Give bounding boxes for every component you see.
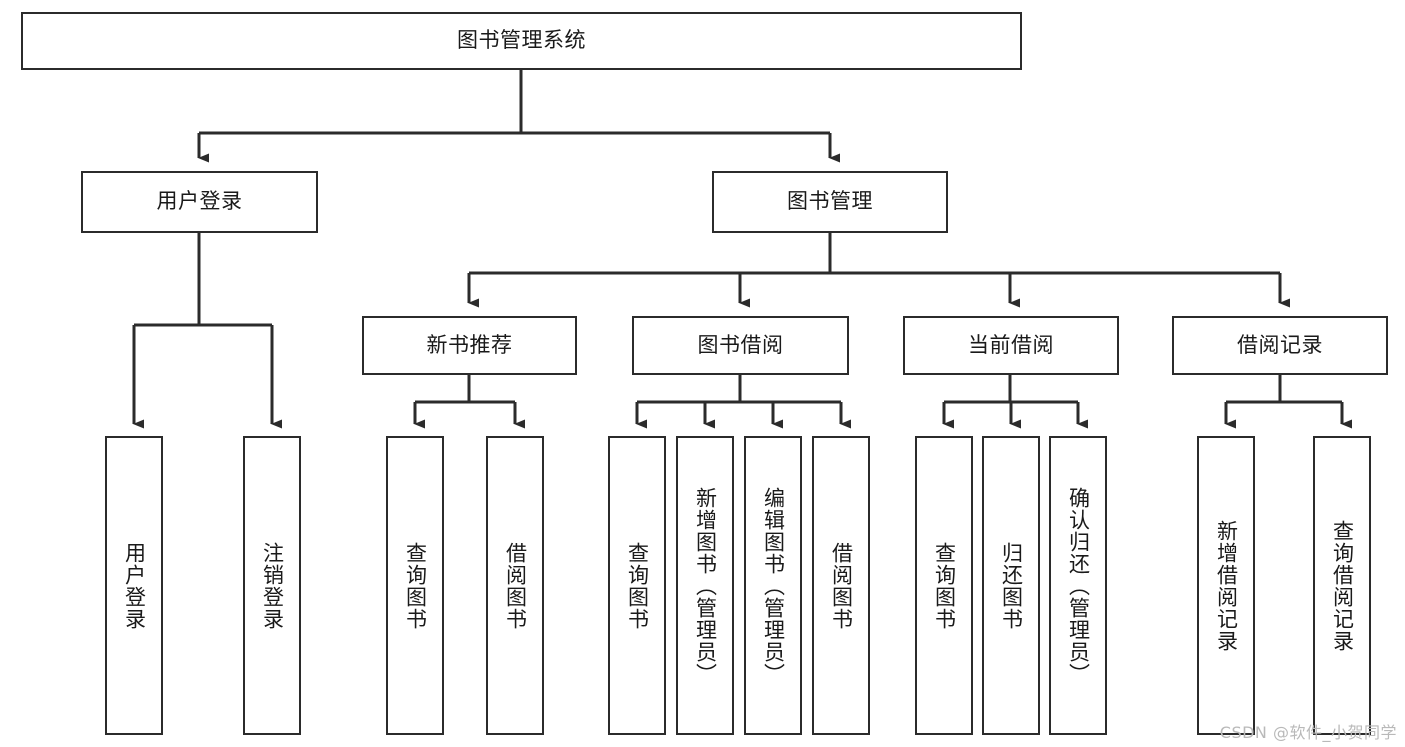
node-user-login[interactable]: 用户登录 [81,171,318,233]
node-leaf-logout[interactable]: 注销登录 [243,436,301,735]
node-leaf-borrow-book-1-label: 借阅图书 [503,541,528,630]
node-leaf-add-record-label: 新增借阅记录 [1214,519,1239,652]
node-current-borrow-label: 当前借阅 [968,332,1054,357]
node-leaf-query-book-2-label: 查询图书 [625,541,650,630]
node-leaf-borrow-book-1[interactable]: 借阅图书 [486,436,544,735]
node-leaf-borrow-book-2[interactable]: 借阅图书 [812,436,870,735]
node-borrow-record[interactable]: 借阅记录 [1172,316,1388,375]
node-leaf-borrow-book-2-label: 借阅图书 [829,541,854,630]
node-leaf-user-login[interactable]: 用户登录 [105,436,163,735]
node-leaf-query-record[interactable]: 查询借阅记录 [1313,436,1371,735]
node-root-label: 图书管理系统 [457,28,586,53]
node-user-login-label: 用户登录 [156,189,243,214]
node-leaf-add-book[interactable]: 新增图书（管理员） [676,436,734,735]
node-book-manage-label: 图书管理 [787,189,873,214]
node-root[interactable]: 图书管理系统 [21,12,1022,70]
node-borrow-record-label: 借阅记录 [1237,332,1323,357]
node-leaf-query-book-1-label: 查询图书 [403,541,428,630]
node-leaf-return-book[interactable]: 归还图书 [982,436,1040,735]
node-leaf-edit-book[interactable]: 编辑图书（管理员） [744,436,802,735]
node-leaf-confirm-return[interactable]: 确认归还（管理员） [1049,436,1107,735]
node-leaf-logout-label: 注销登录 [260,541,285,630]
node-book-borrow[interactable]: 图书借阅 [632,316,849,375]
node-leaf-return-book-label: 归还图书 [999,541,1024,630]
node-leaf-add-record[interactable]: 新增借阅记录 [1197,436,1255,735]
node-book-borrow-label: 图书借阅 [697,332,784,357]
node-leaf-confirm-return-label: 确认归还（管理员） [1066,486,1091,685]
node-leaf-user-login-label: 用户登录 [122,541,147,630]
node-leaf-query-book-3-label: 查询图书 [932,541,957,630]
node-leaf-add-book-label: 新增图书（管理员） [693,486,718,685]
node-book-manage[interactable]: 图书管理 [712,171,948,233]
node-leaf-query-record-label: 查询借阅记录 [1330,519,1355,652]
node-leaf-edit-book-label: 编辑图书（管理员） [761,486,786,685]
node-new-book-rec-label: 新书推荐 [426,332,513,357]
node-leaf-query-book-1[interactable]: 查询图书 [386,436,444,735]
node-leaf-query-book-3[interactable]: 查询图书 [915,436,973,735]
node-current-borrow[interactable]: 当前借阅 [903,316,1119,375]
node-new-book-rec[interactable]: 新书推荐 [362,316,577,375]
node-leaf-query-book-2[interactable]: 查询图书 [608,436,666,735]
